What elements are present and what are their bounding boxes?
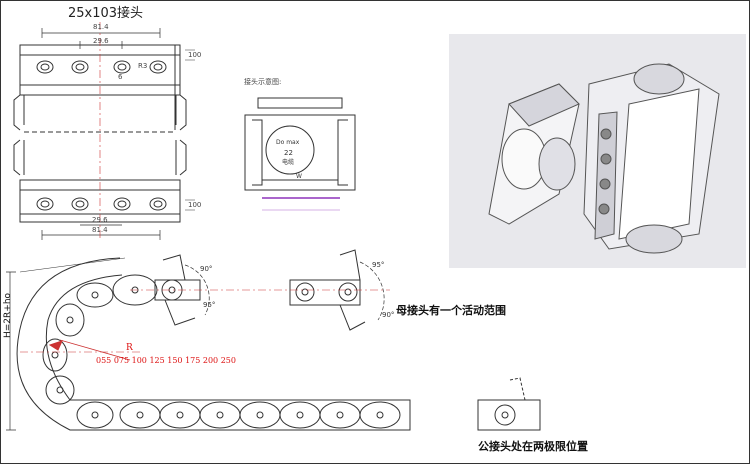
female-connector-note: 母接头有一个活动范围	[396, 304, 506, 317]
dim-r3: R3	[138, 62, 148, 70]
drawing-title: 25x103接头	[68, 6, 144, 21]
bottom-bracket	[19, 179, 181, 223]
schematic-cover	[257, 97, 343, 109]
schematic-label: 接头示意图:	[244, 78, 282, 86]
dim-bottom-outer: 81.4	[92, 226, 108, 234]
schematic-circle-line3: 电缆	[282, 159, 295, 166]
radius-symbol: R	[126, 343, 133, 353]
dim-small-a: 6	[118, 73, 123, 81]
dim-top-inner: 29.6	[93, 37, 109, 45]
dim-top-outer: 81.4	[93, 23, 109, 31]
radius-values: 055 075 100 125 150 175 200 250	[96, 356, 236, 365]
cable-circle	[265, 125, 315, 175]
dim-side-b: 100	[188, 201, 202, 209]
angle-label-b: 95°	[203, 301, 216, 309]
angle-label-d: 90°	[382, 311, 395, 319]
schematic-circle-line2: 22	[284, 149, 293, 157]
dim-side-a: 100	[188, 51, 202, 59]
schematic-width-mark: W	[296, 173, 302, 180]
schematic-circle-line1: Do max	[276, 139, 300, 146]
dim-bottom-inner: 29.6	[92, 216, 108, 224]
angle-label-c: 95°	[372, 261, 385, 269]
render-3d-image	[449, 34, 746, 268]
chain-links	[16, 257, 411, 431]
angle-label-a: 90°	[200, 265, 213, 273]
male-connector-note: 公接头处在两极限位置	[478, 440, 588, 453]
height-label: H=2R+ho	[3, 292, 13, 338]
